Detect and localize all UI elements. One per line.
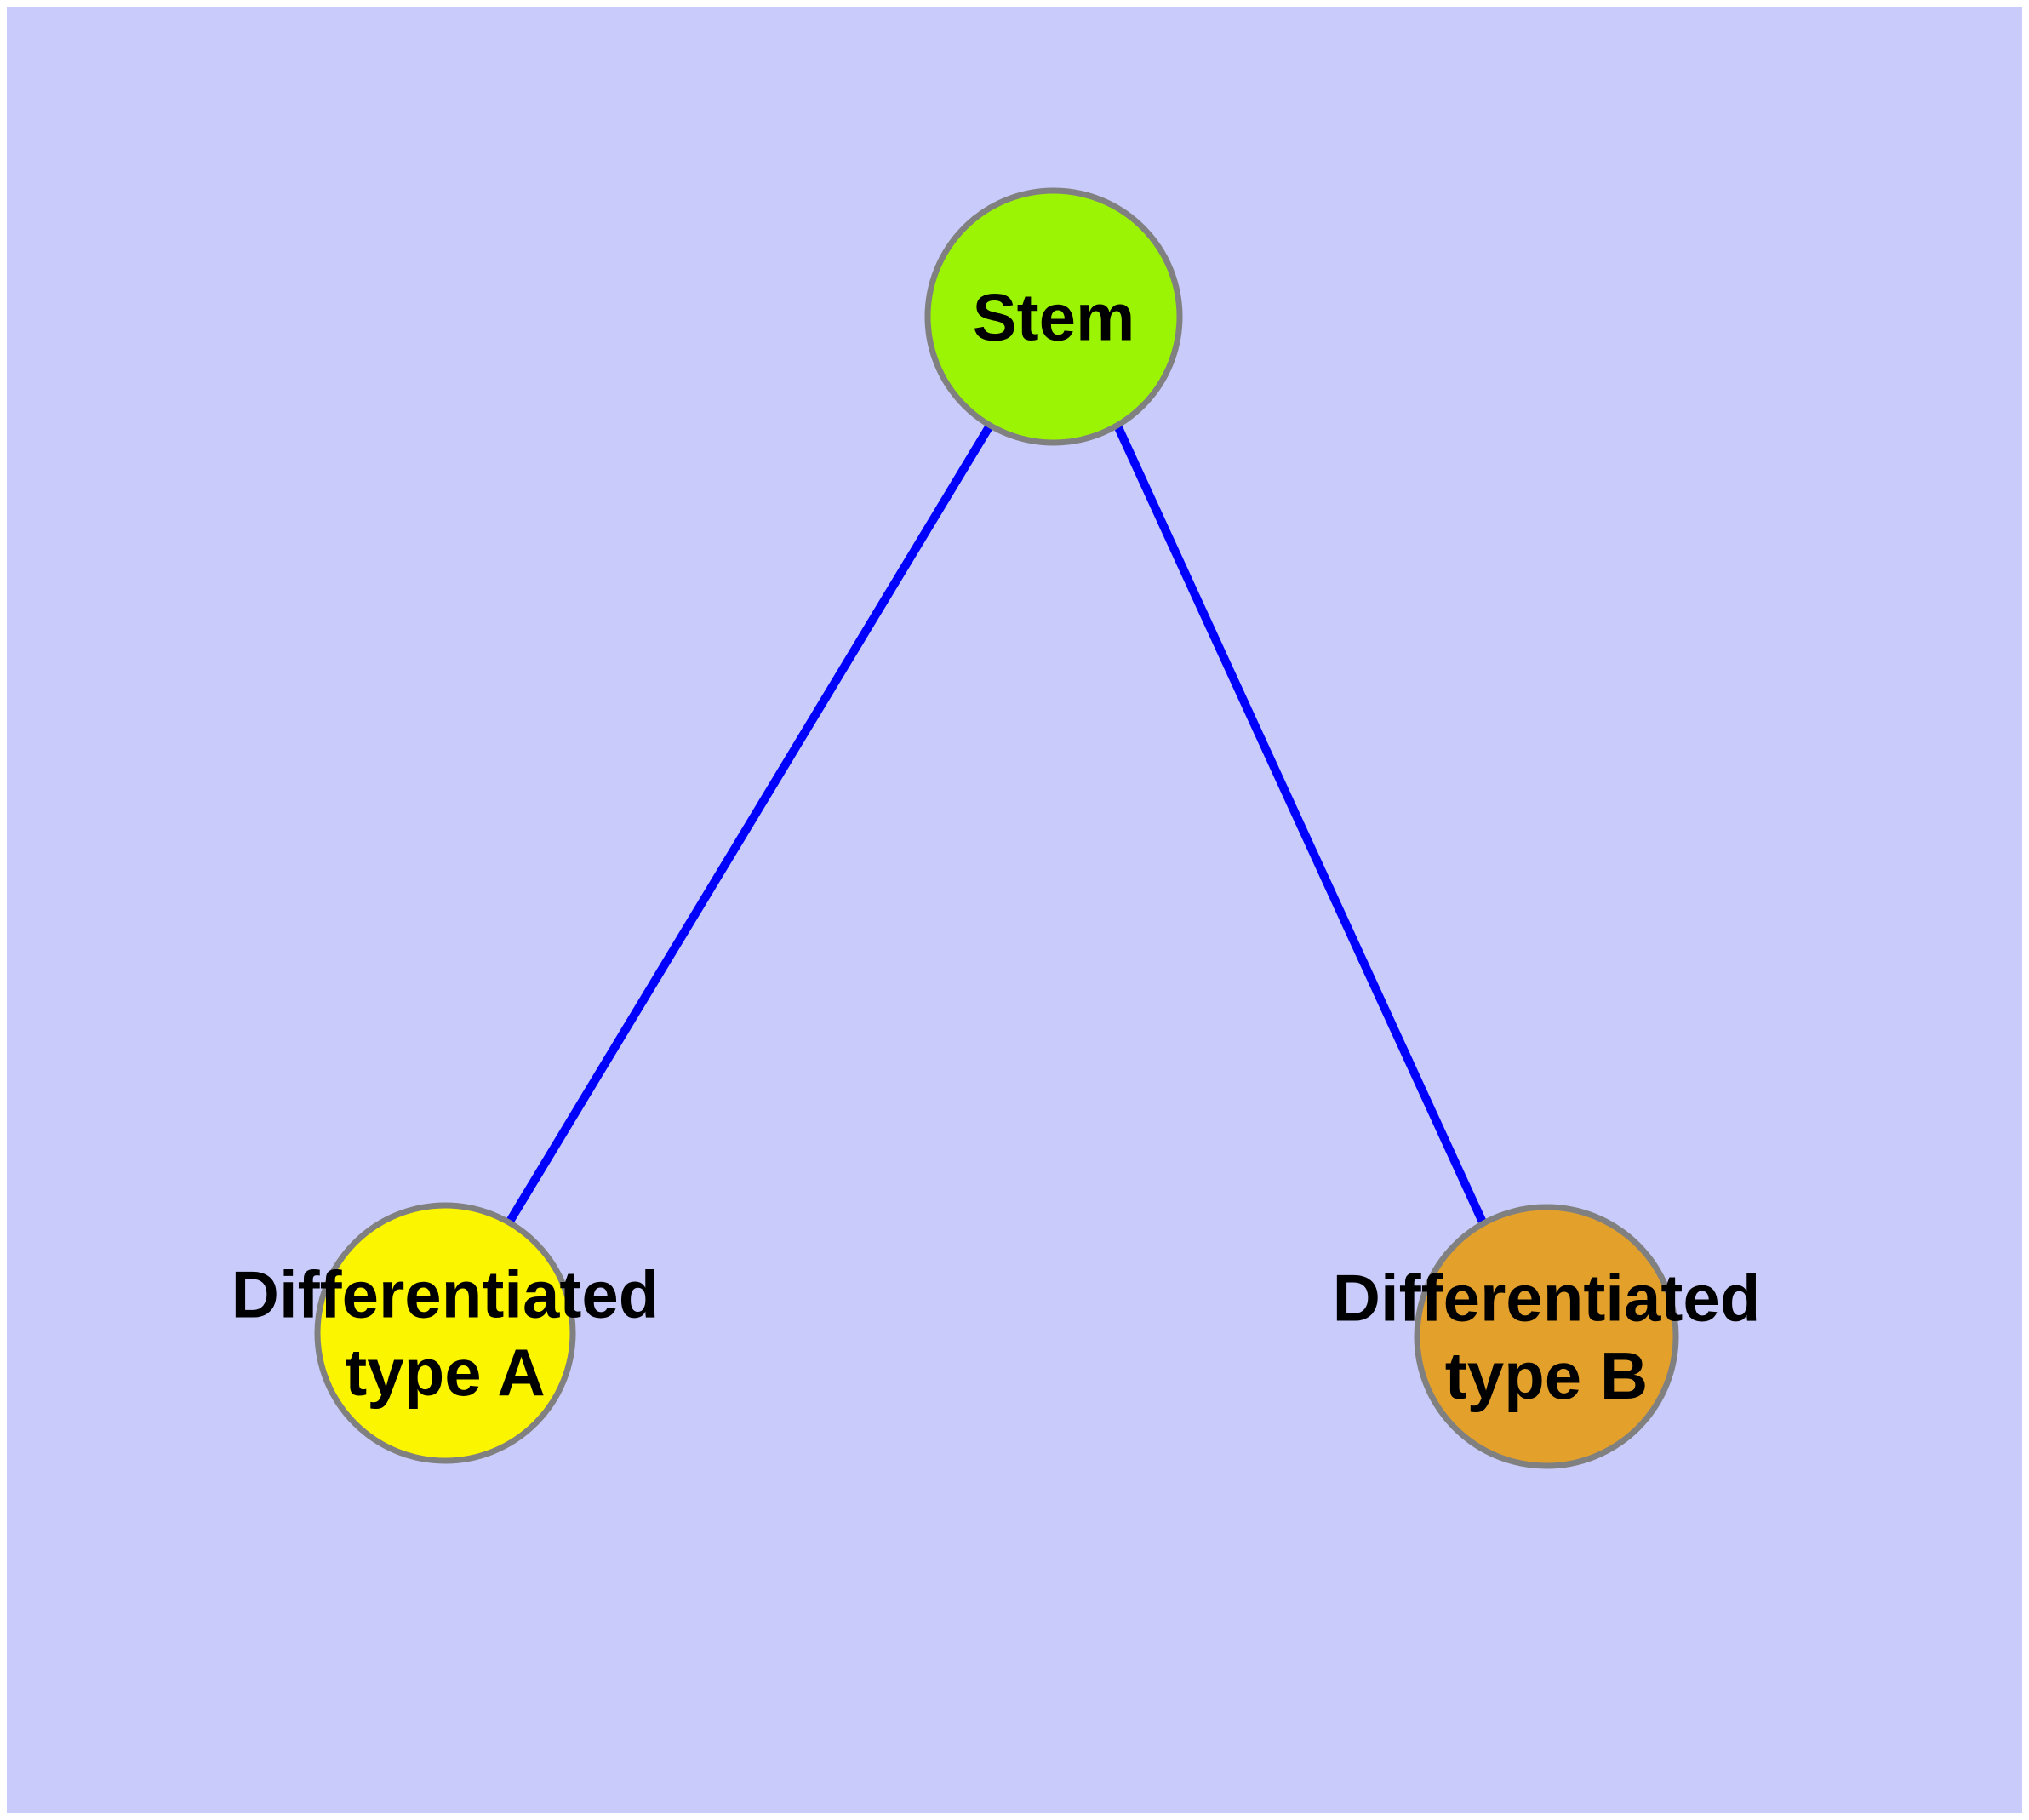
nodes-layer <box>314 187 1679 1469</box>
node-stem-label: Stem <box>973 279 1135 354</box>
node-stem-circle[interactable] <box>924 187 1183 446</box>
node-diff-a-circle[interactable] <box>314 1202 576 1464</box>
edge-stem-to-diff-b <box>1113 423 1489 1228</box>
edges-layer <box>504 423 1489 1228</box>
edge-stem-to-diff-a <box>504 423 994 1227</box>
node-diff-b[interactable] <box>1414 1204 1679 1469</box>
node-diff-b-circle[interactable] <box>1414 1204 1679 1469</box>
node-stem[interactable] <box>924 187 1183 446</box>
node-diff-a[interactable] <box>314 1202 576 1464</box>
